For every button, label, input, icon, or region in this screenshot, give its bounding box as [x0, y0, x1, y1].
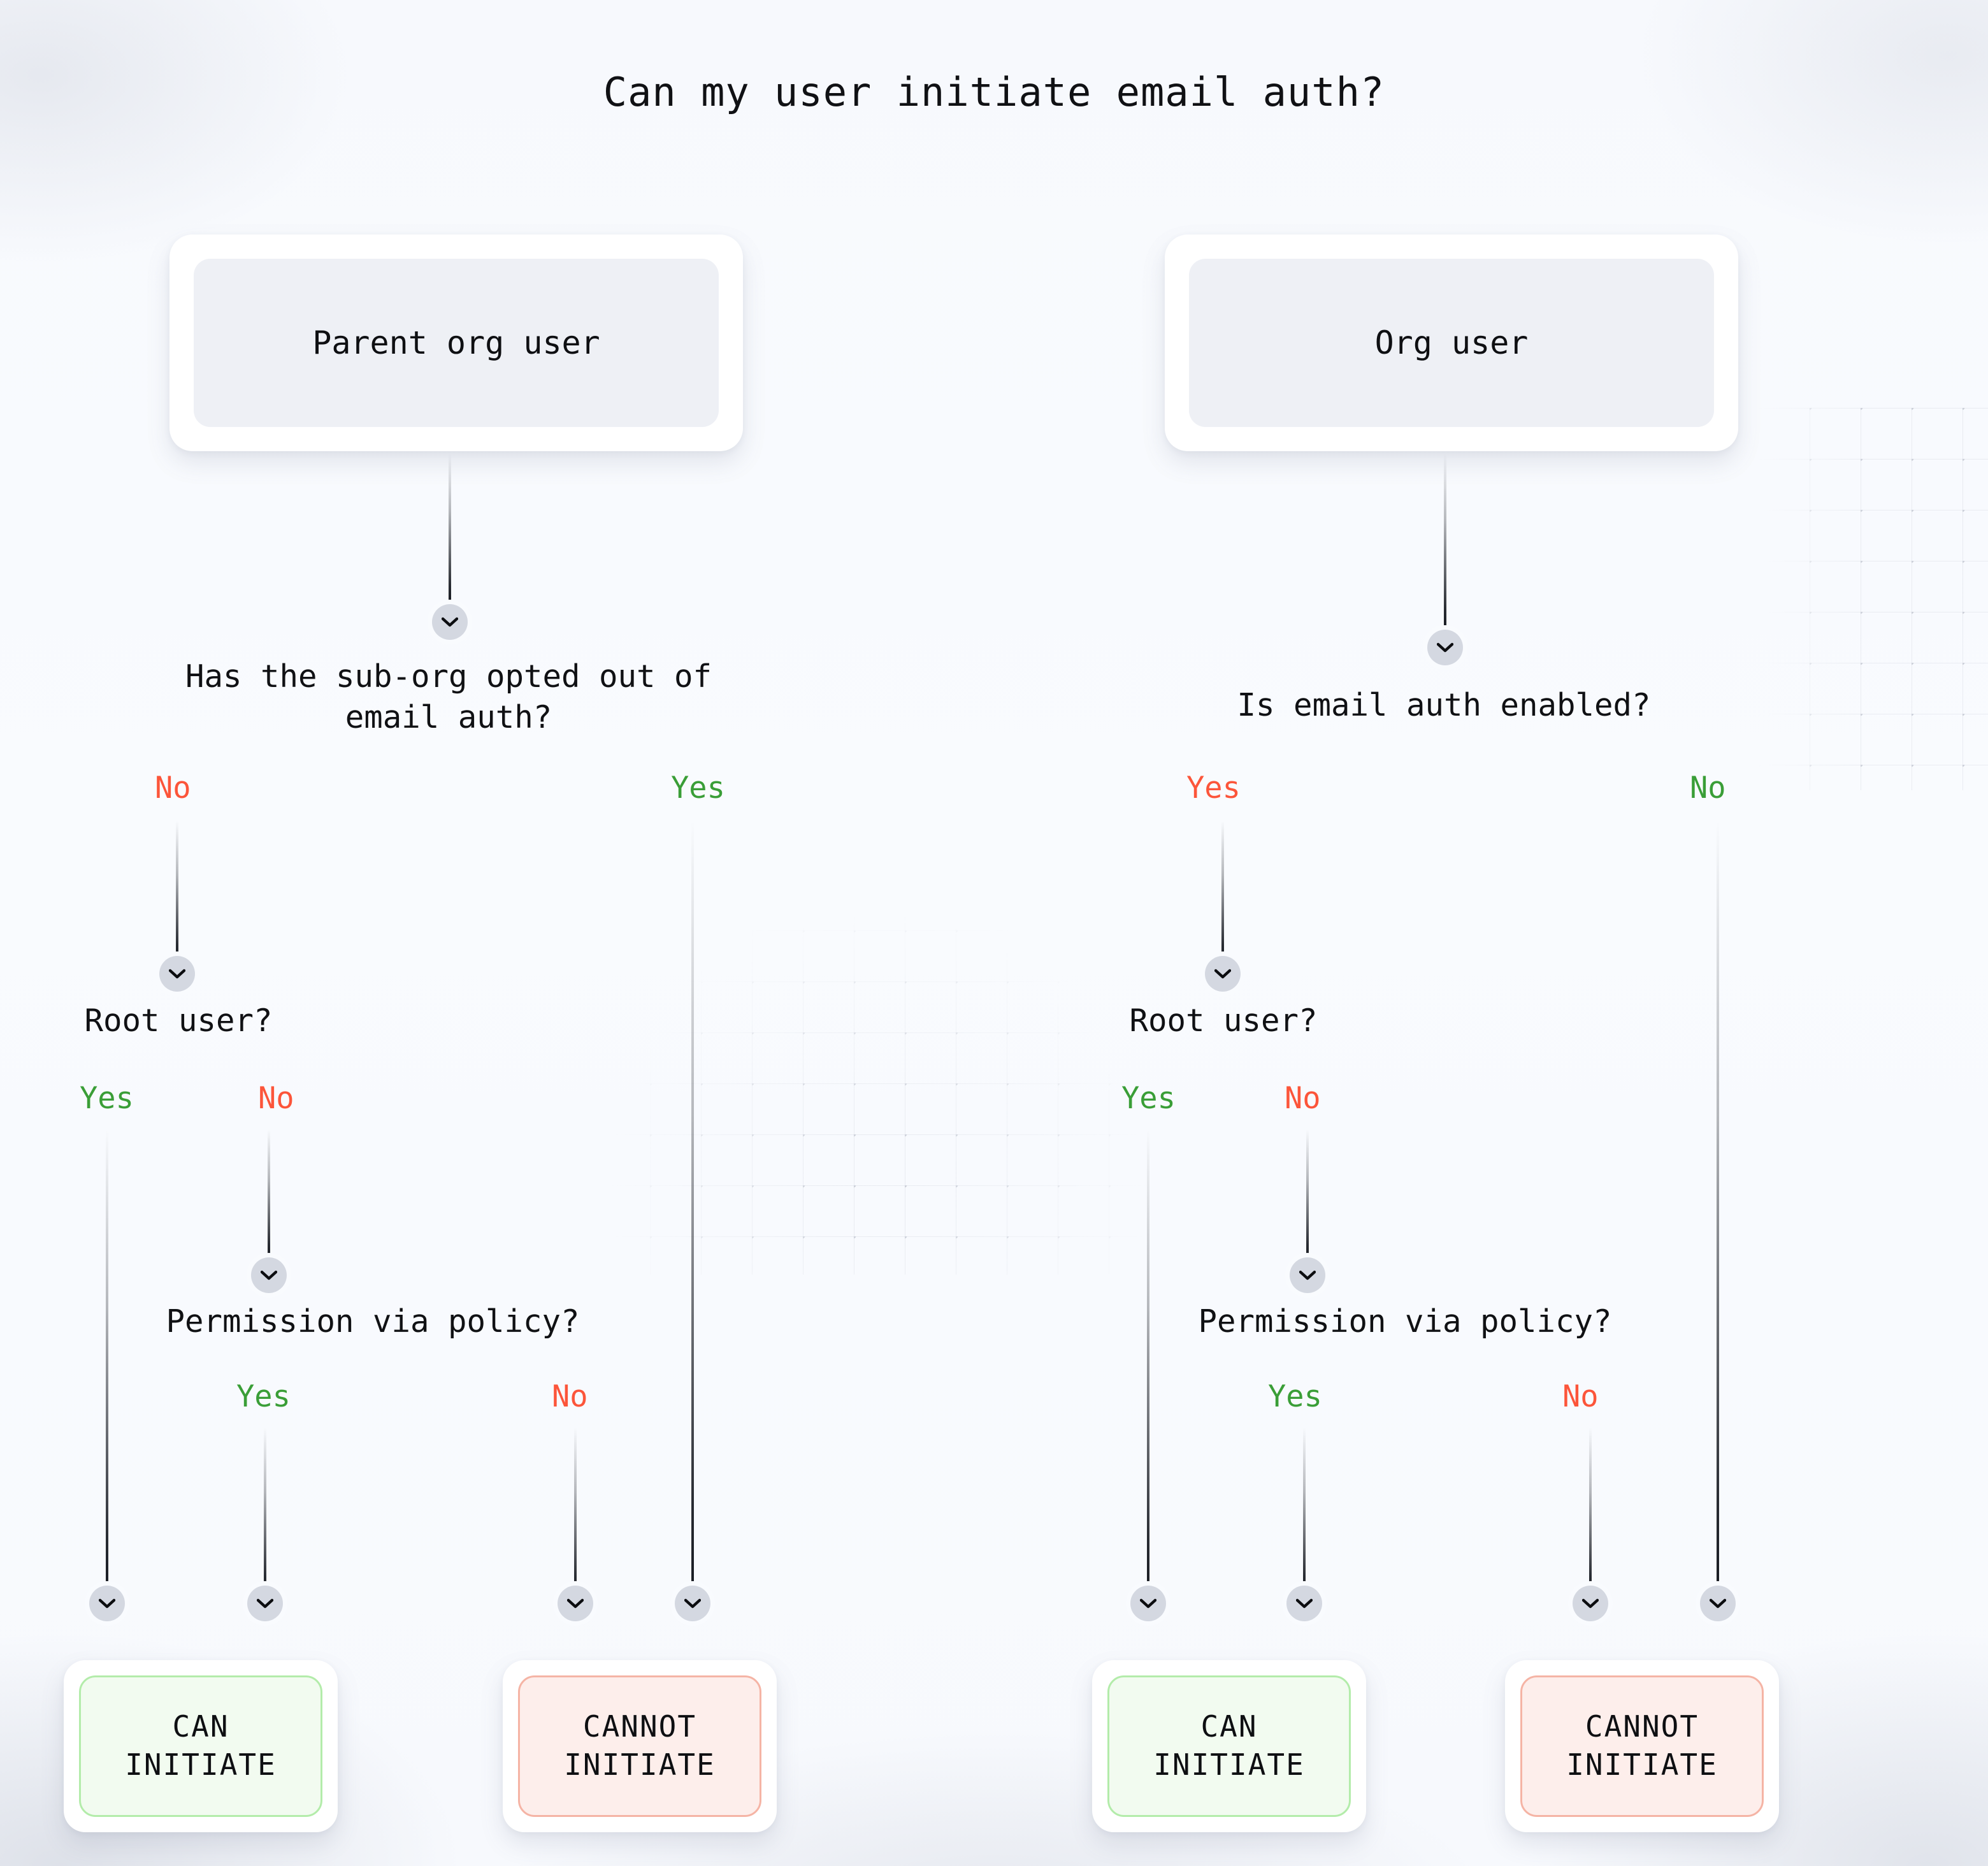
- edge-r-q3yes-to-outcome: [1303, 1428, 1306, 1597]
- chevron-down-icon: [261, 1270, 277, 1280]
- branch-label-l-q1-no: No: [155, 770, 191, 806]
- branch-label-r-q1-no: No: [1690, 770, 1726, 806]
- edge-l-q1yes-to-outcome: [691, 821, 694, 1597]
- edge-r-q1no-to-outcome: [1717, 821, 1719, 1597]
- edge-r-q2no-to-q3: [1306, 1129, 1309, 1261]
- question-sub-org-opt-out: Has the sub-org opted out of email auth?: [185, 658, 712, 735]
- branch-label-r-q3-yes: Yes: [1268, 1379, 1322, 1414]
- edge-r-q2yes-to-outcome: [1147, 1129, 1149, 1597]
- chevron-down-icon: [257, 1598, 273, 1609]
- chevron-down-icon: [99, 1598, 115, 1609]
- chevron-marker-r3[interactable]: [1290, 1257, 1325, 1293]
- background-grid-center: [599, 676, 1160, 1275]
- root-node-org-inner: Org user: [1189, 259, 1714, 427]
- chevron-down-icon: [442, 617, 458, 627]
- chevron-marker-r-cannot-b[interactable]: [1700, 1586, 1736, 1621]
- edge-l-q3yes-to-outcome: [264, 1428, 266, 1597]
- chevron-marker-l-can-a[interactable]: [89, 1586, 125, 1621]
- question-l-root-user: Root user?: [84, 1002, 273, 1039]
- branch-label-r-q1-yes: Yes: [1186, 770, 1241, 806]
- branch-label-r-q3-no: No: [1562, 1379, 1599, 1414]
- edge-org-to-q1: [1444, 454, 1446, 631]
- branch-label-r-q2-no: No: [1285, 1081, 1321, 1116]
- edge-l-q1no-to-q2: [176, 821, 178, 962]
- edge-l-q2no-to-q3: [268, 1129, 270, 1261]
- chevron-marker-l3[interactable]: [251, 1257, 287, 1293]
- chevron-down-icon: [1214, 969, 1231, 979]
- chevron-down-icon: [684, 1598, 701, 1609]
- question-r-root-user: Root user?: [1129, 1002, 1318, 1039]
- edge-r-q3no-to-outcome: [1589, 1428, 1592, 1597]
- chevron-down-icon: [1582, 1598, 1599, 1609]
- chevron-marker-r2[interactable]: [1205, 956, 1241, 992]
- question-l-permission-policy: Permission via policy?: [166, 1303, 580, 1340]
- chevron-down-icon: [1296, 1598, 1313, 1609]
- chevron-down-icon: [1437, 642, 1453, 653]
- edge-l-q3no-to-outcome: [574, 1428, 577, 1597]
- branch-label-l-q1-yes: Yes: [671, 770, 725, 806]
- edge-l-q2yes-to-outcome: [106, 1129, 108, 1597]
- branch-label-l-q3-yes: Yes: [236, 1379, 291, 1414]
- root-node-parent-org-inner: Parent org user: [194, 259, 719, 427]
- chevron-marker-l-can-b[interactable]: [247, 1586, 283, 1621]
- root-node-parent-org[interactable]: Parent org user: [169, 235, 743, 451]
- root-node-org-label: Org user: [1374, 324, 1529, 361]
- root-node-parent-org-label: Parent org user: [312, 324, 600, 361]
- edge-parentorg-to-q1: [449, 454, 451, 604]
- branch-label-l-q3-no: No: [552, 1379, 588, 1414]
- chevron-down-icon: [1710, 1598, 1726, 1609]
- edge-r-q1yes-to-q2: [1221, 821, 1224, 962]
- page-title: Can my user initiate email auth?: [603, 69, 1385, 115]
- chevron-down-icon: [567, 1598, 584, 1609]
- chevron-marker-r-cannot-a[interactable]: [1573, 1586, 1608, 1621]
- chevron-marker-l-cannot-b[interactable]: [675, 1586, 710, 1621]
- chevron-down-icon: [1140, 1598, 1156, 1609]
- root-node-org[interactable]: Org user: [1165, 235, 1738, 451]
- chevron-marker-r-can-a[interactable]: [1130, 1586, 1166, 1621]
- chevron-marker-r1[interactable]: [1427, 630, 1463, 665]
- branch-label-r-q2-yes: Yes: [1121, 1081, 1176, 1116]
- chevron-down-icon: [1299, 1270, 1316, 1280]
- question-email-auth-enabled: Is email auth enabled?: [1237, 687, 1651, 723]
- branch-label-l-q2-no: No: [258, 1081, 294, 1116]
- chevron-marker-l2[interactable]: [159, 956, 195, 992]
- branch-label-l-q2-yes: Yes: [80, 1081, 134, 1116]
- background-grid-right: [1759, 408, 1988, 790]
- chevron-down-icon: [169, 969, 185, 979]
- chevron-marker-l-cannot-a[interactable]: [558, 1586, 593, 1621]
- chevron-marker-l1[interactable]: [432, 604, 468, 640]
- chevron-marker-r-can-b[interactable]: [1286, 1586, 1322, 1621]
- question-r-permission-policy: Permission via policy?: [1198, 1303, 1612, 1340]
